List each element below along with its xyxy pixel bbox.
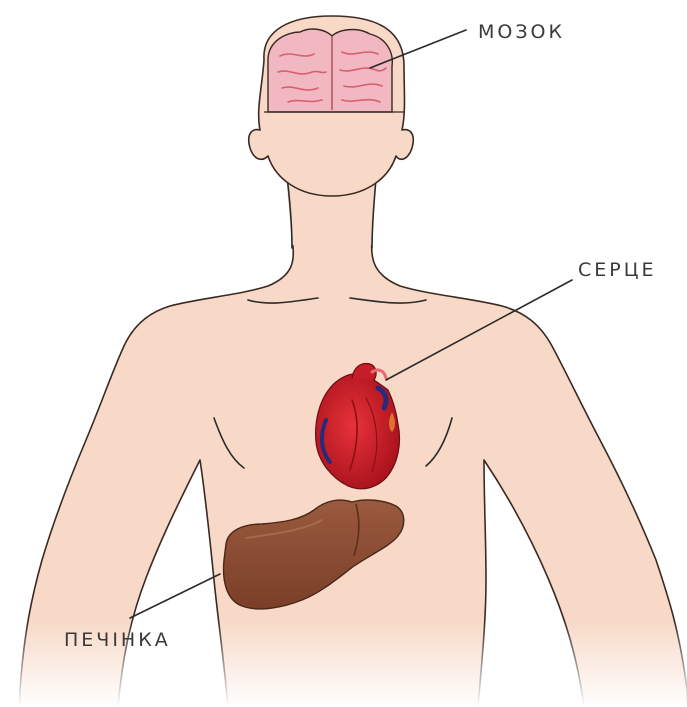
heart-label: СЕРЦЕ	[578, 259, 657, 281]
brain-icon	[264, 29, 404, 112]
body-figure	[0, 16, 687, 707]
brain-label: МОЗОК	[478, 21, 565, 43]
liver-label: ПЕЧІНКА	[64, 629, 171, 651]
